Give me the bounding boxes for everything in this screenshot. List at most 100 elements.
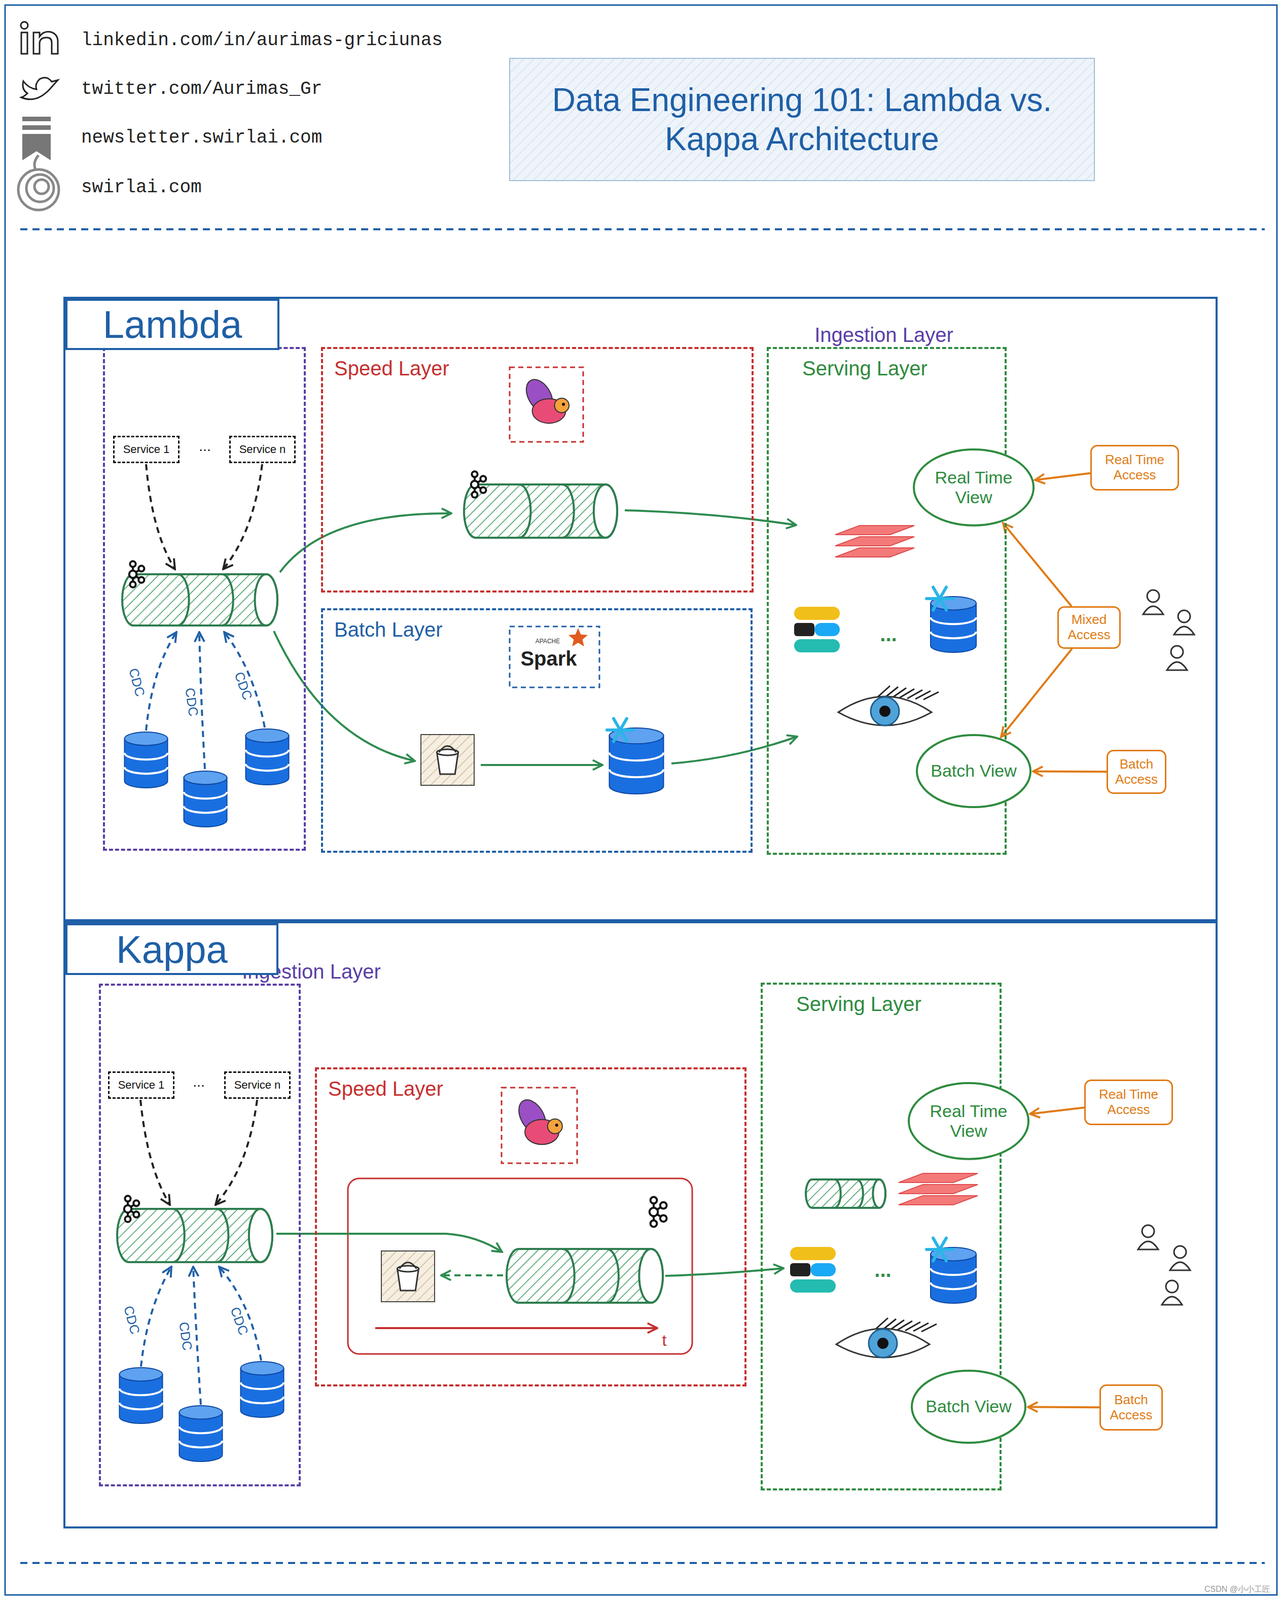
access-box: Real Time Access [1090, 444, 1180, 491]
panel-heading-box: Lambda [65, 298, 280, 350]
layer-box: Real Time ViewBatch ViewServing Layer [760, 982, 1002, 1490]
shape-part [464, 484, 618, 538]
shape-part [568, 627, 588, 647]
flow-arrow [624, 510, 797, 525]
kafka-logo [471, 471, 487, 498]
flow-arrow [193, 1266, 201, 1405]
shape-part [518, 484, 531, 538]
access-box: Batch Access [1099, 1383, 1163, 1431]
shape-part [939, 1237, 947, 1250]
layer-box: Real Time ViewBatch ViewServing Layer [766, 346, 1007, 855]
shape-part [933, 1237, 940, 1250]
shape-part [471, 491, 478, 498]
node-label: Real Time View [928, 467, 1020, 508]
logo-frame [501, 1087, 578, 1163]
shape-part [1147, 589, 1160, 602]
ellipse-shape [913, 449, 1034, 526]
shape-part [930, 1267, 977, 1275]
shape-part [179, 1426, 223, 1433]
access-connector [1003, 522, 1072, 607]
flow-arrow [140, 1099, 170, 1205]
shape-part [870, 696, 900, 726]
service-box: Service 1 [113, 435, 180, 464]
flow-arrow [140, 1266, 172, 1367]
shape-part [124, 1216, 131, 1222]
cache-stack [835, 525, 915, 557]
snowflake-database [926, 1237, 977, 1303]
annotation: Spark [520, 648, 577, 669]
shape-part [790, 1246, 836, 1260]
kafka-topic [506, 1248, 663, 1303]
shape-part [921, 1323, 937, 1332]
cache-stack [898, 1172, 978, 1205]
shape-part [794, 638, 840, 653]
shape-part [240, 1381, 284, 1389]
node-label: Real Time Access [1088, 1086, 1169, 1118]
kafka-topic [117, 1208, 273, 1262]
shape-part [562, 1248, 575, 1303]
layer-heading: Serving Layer [796, 992, 922, 1016]
shape-part [245, 763, 290, 771]
flow-arrow [665, 1267, 784, 1276]
shape-part [138, 565, 145, 572]
node-label: Service n [234, 1078, 281, 1092]
diagram-title: Data Engineering 101: Lambda vs. Kappa A… [514, 63, 1090, 176]
shape-part [930, 1253, 977, 1303]
database [124, 731, 168, 788]
shape-part [877, 1337, 889, 1349]
shape-part [805, 1179, 886, 1208]
shape-part [836, 1328, 930, 1358]
shape-part [245, 735, 290, 785]
kafka-logo [649, 1196, 667, 1227]
annotation: CDC [176, 1319, 195, 1352]
shape-part [609, 735, 664, 794]
shape-part [898, 1195, 978, 1205]
shape-part [939, 1249, 947, 1261]
shape-part [240, 1367, 284, 1417]
shape-part [638, 1248, 663, 1303]
kafka-logo [124, 1195, 140, 1222]
flow-arrow [273, 630, 415, 761]
shape-part [593, 484, 618, 538]
shape-part [1137, 1240, 1159, 1250]
view-ellipse: Batch View [910, 1368, 1027, 1444]
shape-part [248, 1208, 273, 1262]
elastic-logo [794, 606, 840, 653]
node-label: Service 1 [118, 1078, 165, 1092]
shape-part [660, 1201, 667, 1209]
shape-part [21, 77, 58, 100]
flow-arrow [215, 1099, 258, 1205]
annotation: CDC [183, 685, 201, 719]
shape-part [1165, 1279, 1179, 1293]
shape-part [879, 705, 891, 717]
node-label: Batch View [925, 1396, 1012, 1416]
layer-title: Ingestion Layer [814, 323, 954, 347]
node-label: Service n [239, 442, 287, 456]
shape-part [22, 116, 51, 122]
shape-part [184, 770, 228, 785]
annotation: CDC [231, 668, 256, 703]
annotation: CDC [227, 1303, 252, 1338]
shape-part [607, 1248, 619, 1303]
snowflake-database [607, 718, 664, 794]
elastic-logo [790, 1246, 836, 1293]
shape-part [1173, 1245, 1187, 1258]
panel-title: Lambda [102, 302, 243, 347]
annotation: CDC [126, 665, 148, 700]
shape-part [609, 752, 664, 761]
service-box: Service n [224, 1071, 291, 1099]
annotation: ... [874, 1259, 892, 1280]
shape-part [471, 471, 478, 477]
divider [20, 1562, 1265, 1563]
shape-part [547, 1118, 563, 1134]
shape-part [923, 691, 939, 700]
shape-part [20, 1561, 1265, 1564]
layer-box: Service 1Service nIngestion Layer [98, 983, 301, 1486]
shape-part [119, 1373, 163, 1423]
view-ellipse: Real Time View [912, 447, 1036, 527]
layer-box: Speed Layer [314, 1066, 747, 1386]
shape-part [347, 1178, 693, 1354]
shape-part [650, 1220, 658, 1227]
shape-part [838, 696, 932, 726]
